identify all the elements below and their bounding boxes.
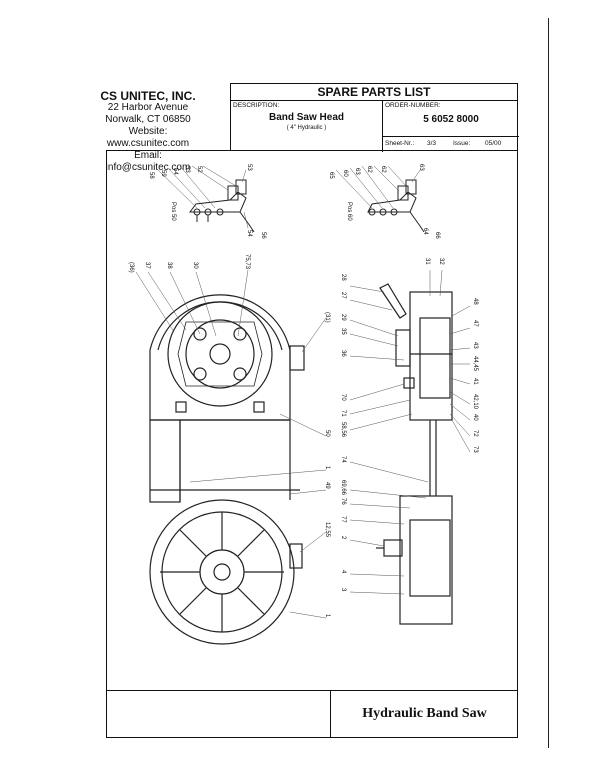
description-cell: DESCRIPTION: Band Saw Head ( 4" Hydrauli…	[231, 101, 383, 152]
callout-70: 70	[340, 394, 346, 401]
callout-50: 50	[324, 430, 330, 437]
spare-parts-list-title: SPARE PARTS LIST	[231, 84, 517, 101]
company-address: CS UNITEC, INC. 22 Harbor Avenue Norwalk…	[92, 90, 204, 174]
sheet-value: 3/3	[427, 140, 437, 147]
callout-4: 4	[340, 570, 346, 574]
callout-28: 28	[340, 274, 346, 281]
callout-53b: 53	[246, 164, 252, 171]
issue-label: Issue:	[453, 140, 471, 147]
callout-59: 59	[160, 170, 166, 177]
callout-52: 52	[196, 166, 202, 173]
description-label: DESCRIPTION:	[233, 102, 280, 109]
callout-71: 71	[340, 410, 346, 417]
callout-36-side: 36	[340, 350, 346, 357]
company-city: Norwalk, CT 06850	[105, 114, 191, 125]
callout-69-66: 69,66	[340, 480, 346, 496]
order-number-value: 5 6052 8000	[423, 114, 479, 125]
company-name: CS UNITEC, INC.	[100, 89, 196, 103]
sheet-label: Sheet-Nr.:	[385, 140, 415, 147]
pos50-label: Pos 50	[170, 202, 176, 221]
side-view-labels: 28 27 29 35 36 70 71 58,56 74 69,66 76 7…	[340, 258, 478, 592]
callout-75-73: 75,73	[244, 254, 250, 270]
callout-47: 47	[472, 320, 478, 327]
assembly-pos60	[367, 179, 425, 233]
callout-43: 43	[472, 342, 478, 349]
callout-73: 73	[472, 446, 478, 453]
callout-66: 66	[434, 232, 440, 239]
callout-31: (31)	[324, 312, 330, 323]
callout-63b: 63	[418, 164, 424, 171]
side-view-leaders	[349, 269, 471, 595]
callout-37: 37	[144, 262, 150, 269]
callout-42-10: 42,10	[472, 394, 478, 410]
callout-1b: 1	[324, 614, 330, 618]
footer-divider	[330, 690, 331, 738]
callout-3: 3	[340, 588, 346, 592]
callout-27: 27	[340, 292, 346, 299]
front-view-labels: (36) 37 38 30 75,73 (31) 50 1 49 12,55 1	[128, 254, 330, 618]
assembly-pos50	[189, 179, 255, 233]
callout-35: 35	[340, 328, 346, 335]
page-edge-rule	[548, 18, 549, 748]
callout-64: 64	[422, 228, 428, 235]
order-number-label: ORDER-NUMBER:	[385, 102, 441, 109]
callout-31-side: 31	[424, 258, 430, 265]
callout-54b: 54	[246, 230, 252, 237]
callout-48: 48	[472, 298, 478, 305]
order-number-cell: ORDER-NUMBER: 5 6052 8000	[383, 101, 519, 137]
callout-29: 29	[340, 314, 346, 321]
issue-value: 05/00	[485, 140, 502, 147]
assembly-pos60-labels: 65 60 63 62 62 63 64 66 Pos 60	[328, 164, 440, 239]
callout-62: 62	[366, 166, 372, 173]
side-view	[376, 283, 453, 625]
title-block: SPARE PARTS LIST DESCRIPTION: Band Saw H…	[230, 83, 519, 152]
assembly-pos60-leaders	[335, 165, 421, 209]
front-view	[149, 294, 305, 645]
description-value: Band Saw Head	[268, 112, 345, 123]
assembly-pos50-labels: 58 59 54 53 52 53 54 56 Pos 50	[148, 164, 266, 239]
pos60-label: Pos 60	[346, 202, 352, 221]
callout-74: 74	[340, 456, 346, 463]
callout-58-56: 58,56	[340, 422, 346, 438]
callout-36: (36)	[128, 262, 134, 273]
callout-12-55: 12,55	[324, 522, 330, 538]
company-email: Email: info@csunitec.com	[105, 150, 191, 173]
callout-77: 77	[340, 516, 346, 523]
footer-box	[106, 690, 518, 738]
callout-30: 30	[192, 262, 198, 269]
callout-1: 1	[324, 466, 330, 470]
company-street: 22 Harbor Avenue	[107, 102, 189, 113]
callout-60: 60	[342, 170, 348, 177]
callout-62b: 62	[380, 166, 386, 173]
callout-40: 40	[472, 414, 478, 421]
callout-49: 49	[324, 482, 330, 489]
callout-53: 53	[184, 166, 190, 173]
company-website: Website: www.csunitec.com	[106, 126, 190, 149]
assembly-pos50-leaders	[157, 165, 249, 229]
front-view-leaders	[135, 269, 327, 619]
callout-2: 2	[340, 536, 346, 540]
callout-72: 72	[472, 430, 478, 437]
callout-63: 63	[354, 168, 360, 175]
sheet-issue-cell: Sheet-Nr.: 3/3 Issue: 05/00	[383, 137, 519, 152]
footer-title: Hydraulic Band Saw	[362, 706, 487, 721]
description-subtitle: ( 4" Hydraulic )	[286, 125, 327, 131]
callout-56: 56	[260, 232, 266, 239]
callout-38: 38	[166, 262, 172, 269]
callout-41: 41	[472, 378, 478, 385]
callout-76: 76	[340, 498, 346, 505]
callout-54: 54	[172, 168, 178, 175]
callout-58: 58	[148, 172, 154, 179]
callout-44-45: 44,45	[472, 356, 478, 372]
callout-65: 65	[328, 172, 334, 179]
callout-32: 32	[438, 258, 444, 265]
